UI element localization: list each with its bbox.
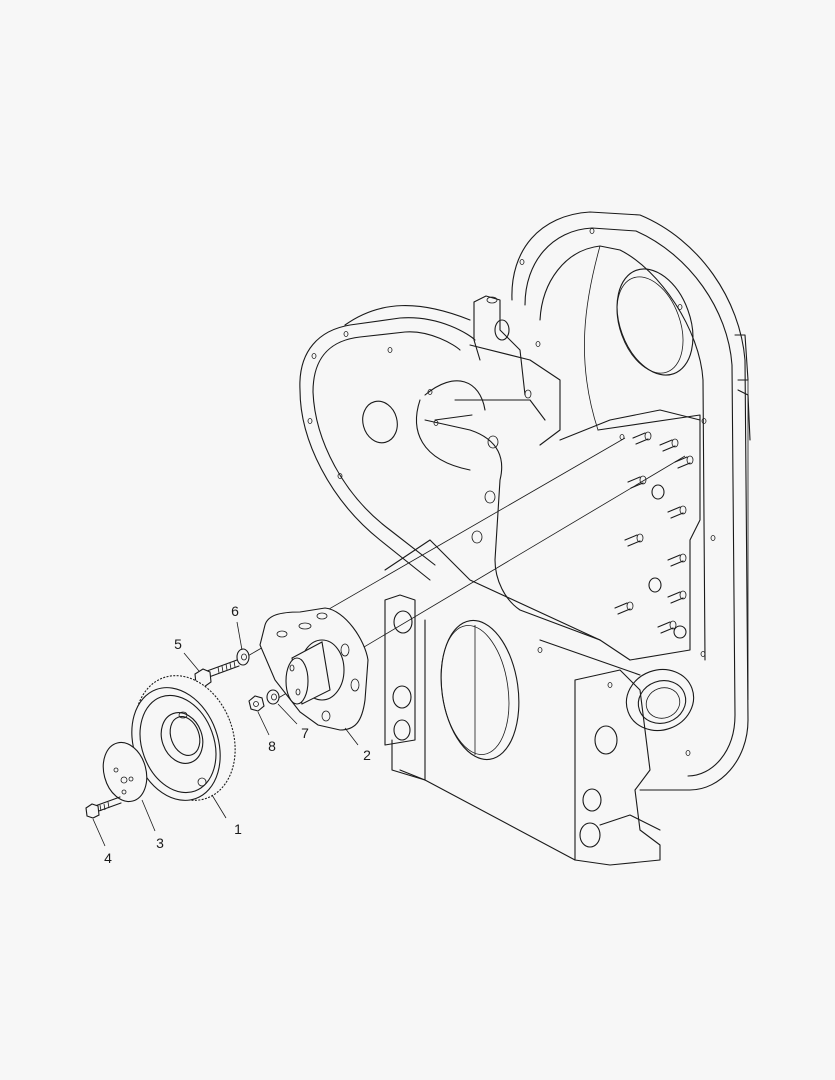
hex-nut bbox=[248, 695, 265, 712]
callout-8: 8 bbox=[268, 738, 276, 754]
thrust-plate-bolt bbox=[85, 796, 122, 819]
callout-6: 6 bbox=[231, 603, 239, 619]
flange-holes bbox=[307, 228, 716, 756]
thrust-plate bbox=[102, 741, 148, 803]
callout-4: 4 bbox=[104, 850, 112, 866]
callout-2: 2 bbox=[363, 747, 371, 763]
bolt-washer bbox=[236, 648, 250, 666]
idler-gear bbox=[131, 675, 236, 801]
callout-1: 1 bbox=[234, 821, 242, 837]
timing-cover-housing bbox=[299, 211, 751, 866]
nut-washer bbox=[266, 689, 280, 705]
callout-leaders bbox=[92, 621, 359, 847]
callout-5: 5 bbox=[174, 636, 182, 652]
hub-bolt bbox=[194, 659, 240, 688]
stud-bolts bbox=[614, 431, 694, 634]
callout-3: 3 bbox=[156, 835, 164, 851]
idler-hub-plate bbox=[259, 607, 369, 731]
callout-7: 7 bbox=[301, 725, 309, 741]
